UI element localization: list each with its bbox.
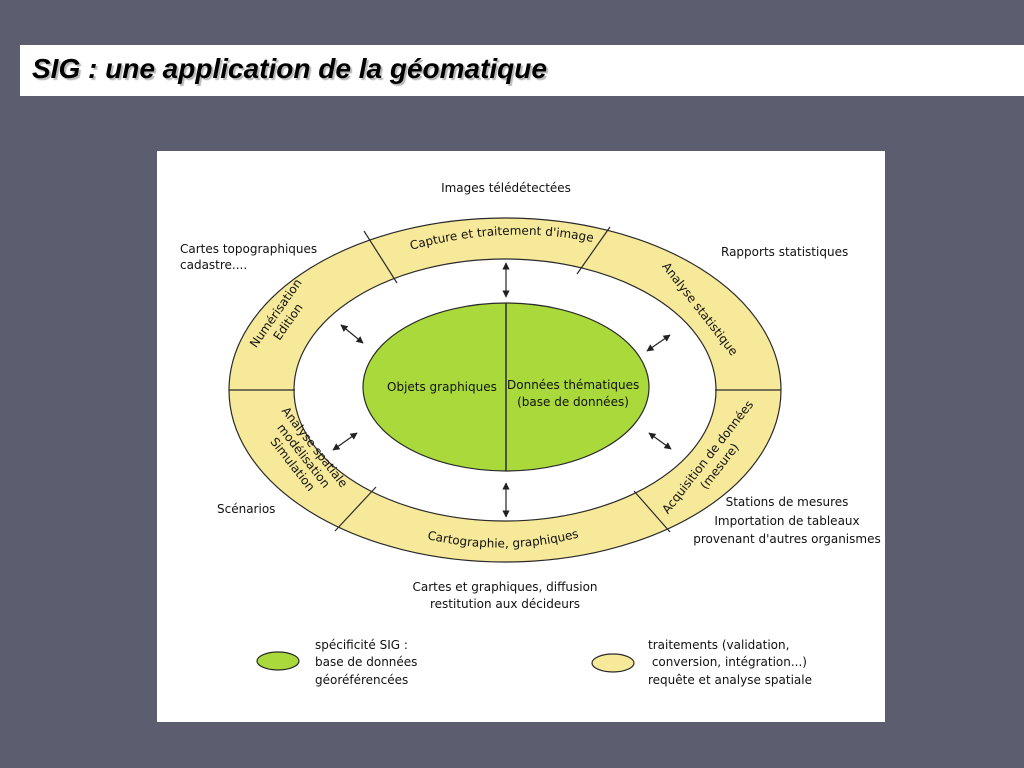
legend-green-line-1: spécificité SIG : (315, 638, 408, 652)
ext-label-right-3: provenant d'autres organismes (693, 532, 881, 546)
title-bar: SIG : une application de la géomatique (20, 45, 1024, 96)
ext-label-bottom-2: restitution aux décideurs (429, 597, 581, 611)
legend-yellow-line-1: traitements (validation, (648, 638, 790, 652)
ext-label-right-1: Stations de mesures (725, 495, 849, 509)
legend-yellow-line-2: conversion, intégration...) (648, 655, 807, 669)
arrow-top-left (340, 324, 364, 344)
ext-label-top-right: Rapports statistiques (721, 245, 849, 259)
ext-label-left: Scénarios (217, 502, 276, 516)
diagram-figure: Capture et traitement d'image Cartograph… (157, 151, 885, 722)
core-right-label-2: (base de données) (517, 395, 629, 409)
ring-dividers (229, 226, 781, 533)
arrow-bottom-right (648, 432, 672, 450)
arrows (332, 262, 672, 518)
legend-green-swatch (256, 651, 300, 671)
legend-yellow-line-3: requête et analyse spatiale (648, 673, 812, 687)
ext-label-bottom-1: Cartes et graphiques, diffusion (412, 580, 598, 594)
legend-green-line-3: géoréférencées (315, 673, 409, 687)
diagram-svg: Capture et traitement d'image Cartograph… (228, 217, 782, 673)
arrow-top-right (646, 334, 671, 352)
arrow-bottom-left (332, 432, 358, 451)
legend-green-line-2: base de données (315, 655, 418, 669)
ext-label-right-2: Importation de tableaux (714, 514, 860, 528)
slide-title: SIG : une application de la géomatique (32, 53, 547, 84)
ext-label-top-left-2: cadastre.... (180, 258, 248, 272)
core-left-label: Objets graphiques (387, 380, 497, 394)
legend-yellow-swatch (591, 653, 635, 673)
ext-label-top: Images télédétectées (441, 181, 571, 195)
ext-label-top-left-1: Cartes topographiques (180, 242, 318, 256)
core-right-label-1: Données thématiques (507, 378, 640, 392)
